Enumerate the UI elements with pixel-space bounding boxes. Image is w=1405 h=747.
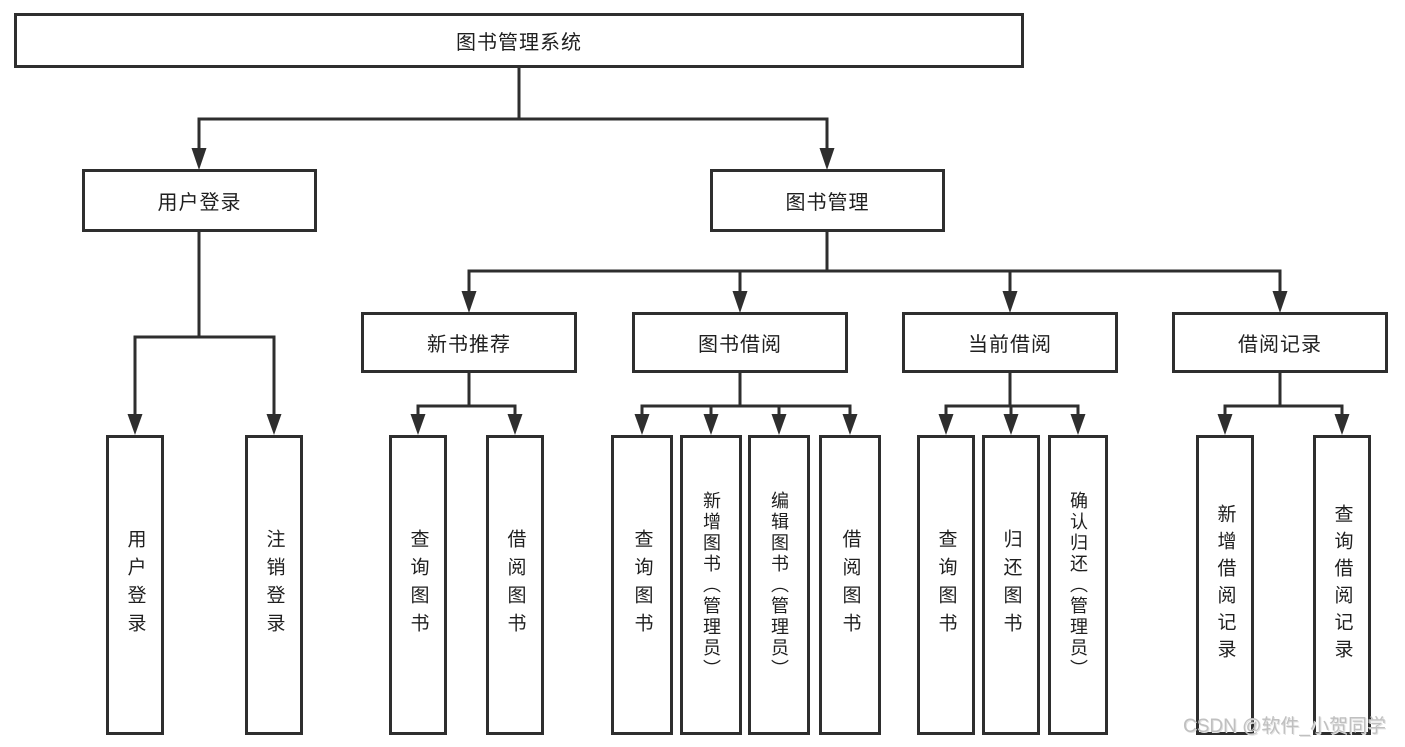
leaf-user-login: 用户登录 [106, 435, 164, 735]
leaf-logout: 注销登录 [245, 435, 303, 735]
leaf-borrow-borrow-books: 借阅图书 [819, 435, 881, 735]
leaf-edit-books-admin: 编辑图书（管理员） [748, 435, 810, 735]
node-label: 图书借阅 [698, 334, 782, 356]
leaf-add-books-admin: 新增图书（管理员） [680, 435, 742, 735]
node-label: 用户登录 [157, 192, 242, 214]
node-label: 借阅记录 [1238, 334, 1322, 356]
node-label: 用户登录 [124, 529, 146, 641]
node-label: 查询图书 [407, 529, 429, 641]
node-label: 图书管理 [785, 192, 870, 214]
leaf-return-books: 归还图书 [982, 435, 1040, 735]
node-label: 图书管理系统 [456, 32, 582, 54]
node-label: 编辑图书（管理员） [769, 490, 789, 680]
node-library-system: 图书管理系统 [14, 13, 1024, 68]
node-label: 查询借阅记录 [1331, 504, 1353, 666]
leaf-recommend-query-books: 查询图书 [389, 435, 447, 735]
node-book-management: 图书管理 [710, 169, 945, 232]
node-book-borrow: 图书借阅 [632, 312, 848, 373]
node-label: 确认归还（管理员） [1068, 490, 1088, 680]
node-label: 新书推荐 [427, 334, 511, 356]
node-borrow-records: 借阅记录 [1172, 312, 1388, 373]
leaf-query-borrow-record: 查询借阅记录 [1313, 435, 1371, 735]
node-label: 借阅图书 [839, 529, 861, 641]
node-label: 新增图书（管理员） [701, 490, 721, 680]
leaf-recommend-borrow-books: 借阅图书 [486, 435, 544, 735]
node-label: 新增借阅记录 [1214, 504, 1236, 666]
watermark: CSDN @软件_小贺同学 [1183, 716, 1386, 737]
node-label: 查询图书 [631, 529, 653, 641]
node-label: 注销登录 [263, 529, 285, 641]
node-label: 借阅图书 [504, 529, 526, 641]
leaf-add-borrow-record: 新增借阅记录 [1196, 435, 1254, 735]
leaf-current-query-books: 查询图书 [917, 435, 975, 735]
node-current-borrow: 当前借阅 [902, 312, 1118, 373]
node-user-login: 用户登录 [82, 169, 317, 232]
node-label: 查询图书 [935, 529, 957, 641]
node-label: 当前借阅 [968, 334, 1052, 356]
node-new-book-recommend: 新书推荐 [361, 312, 577, 373]
leaf-borrow-query-books: 查询图书 [611, 435, 673, 735]
node-label: 归还图书 [1000, 529, 1022, 641]
leaf-confirm-return-admin: 确认归还（管理员） [1048, 435, 1108, 735]
